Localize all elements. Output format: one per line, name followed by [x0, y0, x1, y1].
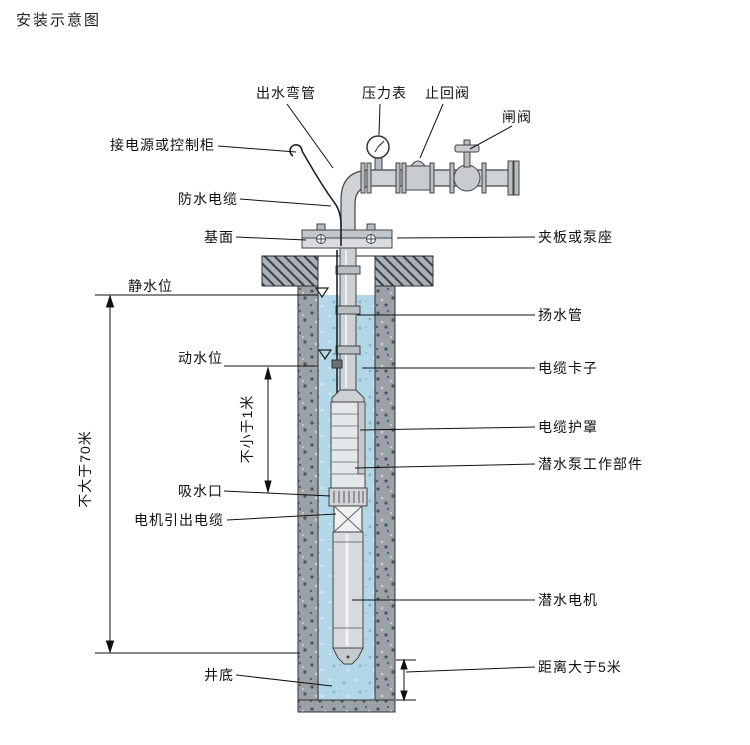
label-riser-pipe: 扬水管: [538, 307, 583, 323]
label-suction-inlet: 吸水口: [178, 483, 223, 499]
label-pressure-gauge: 压力表: [362, 85, 407, 101]
dimension-5m: [396, 658, 416, 702]
check-valve: [395, 160, 435, 194]
label-well-bottom: 井底: [204, 667, 234, 683]
label-submersible-motor: 潜水电机: [538, 592, 598, 608]
label-distance-over-5m: 距离大于5米: [538, 659, 622, 675]
dimension-1m: [264, 366, 272, 494]
label-motor-lead-cable: 电机引出电缆: [134, 512, 224, 528]
label-clamp-or-pump-seat: 夹板或泵座: [538, 229, 613, 245]
label-base-surface: 基面: [204, 229, 234, 245]
water-level-symbols: [314, 287, 333, 361]
leader-lines: [217, 103, 536, 687]
static-level-symbol: [314, 287, 330, 299]
label-check-valve: 止回阀: [425, 85, 470, 101]
label-pump-working-parts: 潜水泵工作部件: [538, 456, 643, 472]
label-max-70m: 不大于70米: [77, 430, 93, 508]
dynamic-level-symbol: [317, 349, 333, 361]
coupling-bracket: [333, 505, 363, 533]
label-dynamic-water-level: 动水位: [178, 350, 223, 366]
gate-valve: [449, 139, 487, 194]
riser-pipe: [335, 247, 361, 391]
pressure-gauge: [366, 135, 390, 171]
suction-inlet: [328, 487, 368, 507]
well-walls: [297, 285, 396, 713]
dimension-70m: [95, 294, 318, 654]
label-min-1m: 不小于1米: [239, 394, 255, 464]
label-outlet-elbow: 出水弯管: [256, 85, 316, 101]
cable-guard: [357, 401, 366, 475]
cable-clamp: [331, 359, 343, 369]
label-power-or-control: 接电源或控制柜: [110, 137, 215, 153]
label-gate-valve: 闸阀: [502, 109, 532, 125]
submersible-motor: [332, 531, 364, 665]
pump-working-parts: [330, 389, 366, 489]
label-waterproof-cable: 防水电缆: [178, 191, 238, 207]
label-static-water-level: 静水位: [128, 278, 173, 294]
label-cable-guard: 电缆护罩: [538, 419, 598, 435]
label-cable-clamp: 电缆卡子: [538, 360, 598, 376]
page-title: 安装示意图: [16, 12, 102, 29]
ground-surface: [261, 255, 434, 287]
